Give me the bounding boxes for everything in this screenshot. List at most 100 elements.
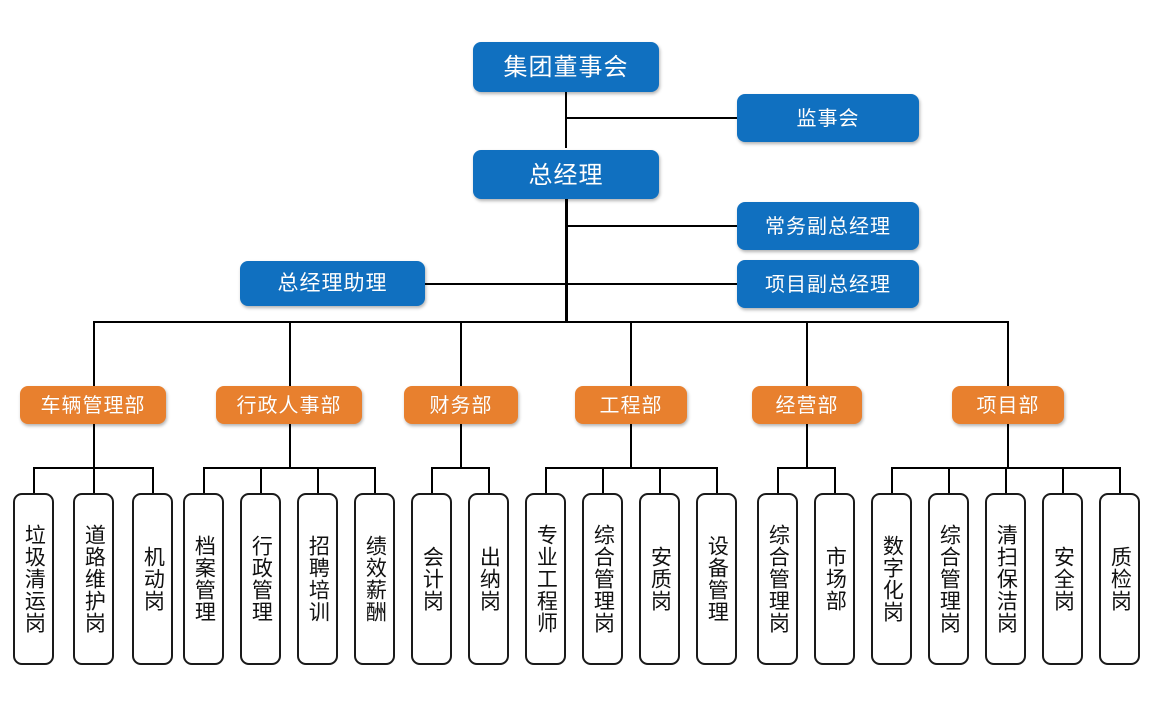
leaf-box[interactable]: 质检岗 (1099, 493, 1140, 665)
leaf-label: 招聘培训 (306, 535, 331, 623)
node-gm-assistant[interactable]: 总经理助理 (240, 261, 425, 306)
connector-dept-engineering (630, 321, 632, 386)
connector-leaf-5 (317, 467, 319, 494)
node-dept-admin-hr[interactable]: 行政人事部 (216, 386, 362, 424)
leaf-box[interactable]: 道路维护岗 (73, 493, 114, 665)
connector-leaf-13 (777, 467, 779, 494)
node-exec-deputy-gm-label: 常务副总经理 (765, 214, 891, 238)
leaf-box[interactable]: 档案管理 (183, 493, 224, 665)
leaf-box[interactable]: 会计岗 (411, 493, 452, 665)
node-dept-engineering[interactable]: 工程部 (575, 386, 687, 424)
connector-leaf-19 (1119, 467, 1121, 494)
connector-stem-admin-hr (289, 424, 291, 468)
connector-to-gm-assistant (425, 283, 567, 285)
subbus-engineering (545, 467, 717, 469)
node-general-manager-label: 总经理 (528, 160, 604, 189)
connector-leaf-16 (948, 467, 950, 494)
node-dept-vehicle[interactable]: 车辆管理部 (20, 386, 166, 424)
leaf-label: 综合管理岗 (937, 524, 962, 634)
connector-board-down (565, 92, 567, 148)
connector-leaf-9 (545, 467, 547, 494)
connector-stem-operations (806, 424, 808, 468)
connector-leaf-2 (152, 467, 154, 494)
leaf-box[interactable]: 招聘培训 (297, 493, 338, 665)
leaf-box[interactable]: 综合管理岗 (582, 493, 623, 665)
leaf-label: 道路维护岗 (82, 524, 107, 634)
connector-leaf-1 (93, 467, 95, 494)
node-project-deputy-gm[interactable]: 项目副总经理 (737, 260, 919, 308)
node-dept-project[interactable]: 项目部 (952, 386, 1064, 424)
connector-to-exec-deputy (565, 225, 737, 227)
connector-leaf-11 (659, 467, 661, 494)
node-general-manager[interactable]: 总经理 (473, 150, 659, 199)
leaf-label: 设备管理 (705, 535, 730, 623)
leaf-box[interactable]: 安质岗 (639, 493, 680, 665)
leaf-label: 综合管理岗 (766, 524, 791, 634)
leaf-box[interactable]: 清扫保洁岗 (985, 493, 1026, 665)
leaf-box[interactable]: 行政管理 (240, 493, 281, 665)
connector-leaf-6 (374, 467, 376, 494)
subbus-finance (431, 467, 489, 469)
leaf-box[interactable]: 绩效薪酬 (354, 493, 395, 665)
connector-to-project-deputy (565, 283, 737, 285)
node-supervisory-board[interactable]: 监事会 (737, 94, 919, 142)
leaf-box[interactable]: 市场部 (814, 493, 855, 665)
connector-leaf-3 (203, 467, 205, 494)
node-dept-project-label: 项目部 (976, 393, 1040, 417)
leaf-label: 档案管理 (192, 535, 217, 623)
node-project-deputy-gm-label: 项目副总经理 (765, 272, 891, 296)
leaf-label: 会计岗 (420, 546, 445, 612)
leaf-box[interactable]: 综合管理岗 (928, 493, 969, 665)
connector-leaf-17 (1005, 467, 1007, 494)
leaf-label: 机动岗 (141, 546, 166, 612)
connector-dept-operations (806, 321, 808, 386)
leaf-box[interactable]: 数字化岗 (871, 493, 912, 665)
leaf-label: 垃圾清运岗 (22, 524, 47, 634)
connector-leaf-10 (602, 467, 604, 494)
node-supervisory-board-label: 监事会 (796, 106, 860, 130)
leaf-label: 绩效薪酬 (363, 535, 388, 623)
connector-leaf-12 (716, 467, 718, 494)
node-dept-finance-label: 财务部 (429, 393, 493, 417)
connector-stem-vehicle (93, 424, 95, 468)
leaf-label: 数字化岗 (880, 535, 905, 623)
node-dept-finance[interactable]: 财务部 (404, 386, 518, 424)
leaf-label: 市场部 (823, 546, 848, 612)
leaf-box[interactable]: 安全岗 (1042, 493, 1083, 665)
leaf-box[interactable]: 专业工程师 (525, 493, 566, 665)
connector-leaf-7 (431, 467, 433, 494)
leaf-box[interactable]: 综合管理岗 (757, 493, 798, 665)
leaf-box[interactable]: 机动岗 (132, 493, 173, 665)
connector-dept-finance (460, 321, 462, 386)
node-board[interactable]: 集团董事会 (473, 42, 659, 92)
node-dept-vehicle-label: 车辆管理部 (40, 393, 146, 417)
leaf-box[interactable]: 设备管理 (696, 493, 737, 665)
node-dept-engineering-label: 工程部 (599, 393, 663, 417)
node-exec-deputy-gm[interactable]: 常务副总经理 (737, 202, 919, 250)
connector-dept-project (1007, 321, 1009, 386)
leaf-label: 质检岗 (1108, 546, 1133, 612)
connector-leaf-15 (891, 467, 893, 494)
node-board-label: 集团董事会 (503, 53, 629, 81)
subbus-operations (777, 467, 835, 469)
connector-gm-down (565, 199, 568, 323)
connector-leaf-8 (488, 467, 490, 494)
leaf-label: 清扫保洁岗 (994, 524, 1019, 634)
connector-to-supervisory (565, 117, 737, 119)
subbus-admin-hr (203, 467, 375, 469)
connector-leaf-18 (1062, 467, 1064, 494)
leaf-label: 出纳岗 (477, 546, 502, 612)
node-dept-operations-label: 经营部 (775, 393, 839, 417)
leaf-box[interactable]: 出纳岗 (468, 493, 509, 665)
leaf-label: 安全岗 (1051, 546, 1076, 612)
leaf-label: 专业工程师 (534, 524, 559, 634)
connector-stem-finance (460, 424, 462, 468)
connector-dept-admin-hr (289, 321, 291, 386)
connector-leaf-14 (834, 467, 836, 494)
node-dept-operations[interactable]: 经营部 (752, 386, 862, 424)
connector-stem-engineering (630, 424, 632, 468)
department-bus (93, 321, 1009, 323)
node-dept-admin-hr-label: 行政人事部 (236, 393, 342, 417)
leaf-box[interactable]: 垃圾清运岗 (13, 493, 54, 665)
